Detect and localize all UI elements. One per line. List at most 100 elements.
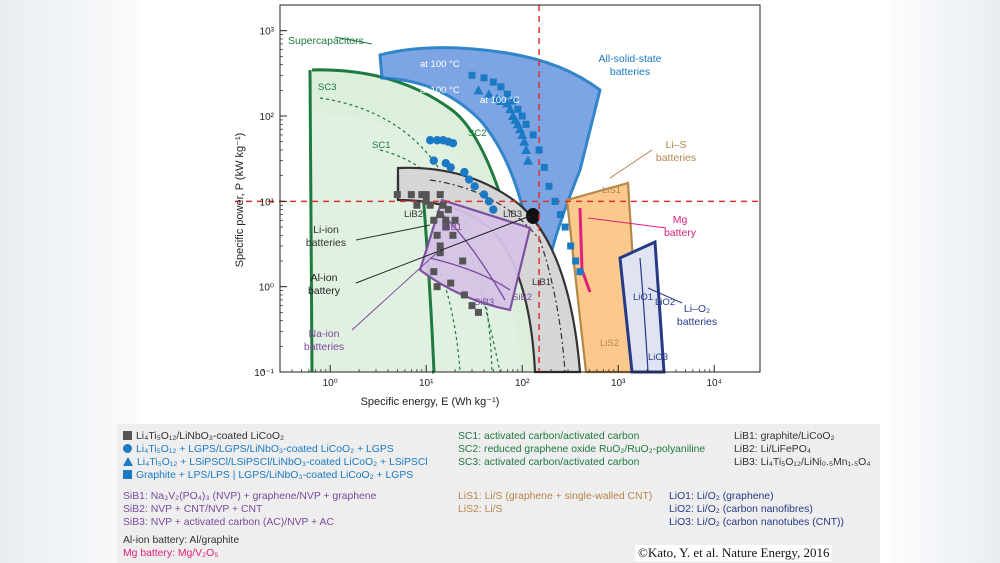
legend-marker-square xyxy=(123,431,132,440)
series-3-point xyxy=(509,97,517,105)
legend-lio-1: LiO2: Li/O₂ (carbon nanofibres) xyxy=(669,503,813,516)
series-2-point xyxy=(495,95,506,105)
legend-lib-1-text: LiB2: Li/LiFePO₄ xyxy=(734,444,812,455)
region-annotation: LiB2 xyxy=(404,209,423,220)
legend-sc-0-text: SC1: activated carbon/activated carbon xyxy=(458,431,640,442)
series-0-point xyxy=(426,201,434,209)
legend-sib-1: SiB2: NVP + CNT/NVP + CNT xyxy=(123,503,262,516)
series-0-point xyxy=(439,201,447,209)
lib3-curve xyxy=(429,179,566,373)
series-0-point xyxy=(468,302,476,310)
leader-line xyxy=(587,217,667,229)
legend-lio-0: LiO1: Li/O₂ (graphene) xyxy=(669,490,774,503)
series-1-point xyxy=(429,156,438,165)
region-annotation: LiS1 xyxy=(602,185,621,196)
series-1-point xyxy=(425,136,435,145)
legend-lis-0: LiS1: Li/S (graphene + single-walled CNT… xyxy=(458,490,652,503)
series-2-point xyxy=(523,155,534,165)
chart-points xyxy=(393,71,584,316)
credit: ©Kato, Y. et al. Nature Energy, 2016 xyxy=(635,545,833,561)
x-tick-label: 10⁴ xyxy=(706,378,721,389)
legend-series-3: Graphite + LPS/LPS | LGPS/LiNbO₃-coated … xyxy=(123,469,413,482)
leader-line xyxy=(355,215,531,284)
series-2-point xyxy=(483,89,494,99)
legend-lib-2-text: LiB3: Li₄Ti₅O₁₂/LiNi₀.₅Mn₁.₅O₄ xyxy=(734,457,871,468)
legend-sib-1-text: SiB2: NVP + CNT/NVP + CNT xyxy=(123,504,263,515)
legend-marker-circle xyxy=(123,444,132,453)
leader-line xyxy=(351,249,441,331)
series-0-point xyxy=(430,268,438,276)
series-1-point xyxy=(470,182,479,191)
legend-lis-1-text: LiS2: Li/S xyxy=(458,504,503,515)
series-2-point xyxy=(505,104,516,114)
legend-sc-1-text: SC2: reduced graphene oxide RuO₂/RuO₂-po… xyxy=(458,444,706,455)
region-annotation: LiB3 xyxy=(503,209,522,220)
region-annotation: SC3 xyxy=(318,82,336,93)
legend-lio-1-text: LiO2: Li/O₂ (carbon nanofibres) xyxy=(669,504,813,515)
series-3-point xyxy=(522,120,530,128)
legend-marker-square xyxy=(123,470,132,479)
series-0-point xyxy=(407,191,415,199)
region-annotation: at 100 °C xyxy=(480,95,520,106)
legend-series-0: Li₄Ti₅O₁₂/LiNbO₃-coated LiCoO₂ xyxy=(123,430,284,443)
series-0-point xyxy=(451,216,459,224)
region-annotation: LiS2 xyxy=(600,338,619,349)
legend-al-ion: Al-ion battery: Al/graphite xyxy=(123,535,240,546)
y-tick-label: 10¹ xyxy=(260,197,275,208)
series-1-point xyxy=(479,190,489,199)
supercapacitor-left-boundary xyxy=(308,69,314,373)
label-supercapacitors: Supercapacitors xyxy=(288,35,364,47)
series-1-point xyxy=(446,163,455,172)
region-annotation: at 100 °C xyxy=(420,59,460,70)
series-0-point xyxy=(433,231,441,239)
series-0-point xyxy=(444,206,452,214)
region-annotation: LiO2 xyxy=(655,297,675,308)
legend-sc-1: SC2: reduced graphene oxide RuO₂/RuO₂-po… xyxy=(458,443,705,456)
region-annotation: SC1 xyxy=(372,140,390,151)
x-axis-label: Specific energy, E (Wh kg⁻¹) xyxy=(361,396,500,408)
y-tick-label: 10³ xyxy=(260,27,275,38)
al-ion-marker xyxy=(526,208,540,224)
leader-line xyxy=(609,149,653,179)
legend-lib-0: LiB1: graphite/LiCoO₂ xyxy=(734,430,835,443)
series-3-point xyxy=(551,197,559,205)
series-2-point xyxy=(473,85,484,95)
plot-frame xyxy=(279,4,761,373)
series-1-point xyxy=(484,197,494,206)
series-3-point xyxy=(556,211,564,219)
y-tick-label: 10² xyxy=(260,112,275,123)
legend-lio-2: LiO3: Li/O₂ (carbon nanotubes (CNT)) xyxy=(669,516,844,529)
series-1-point xyxy=(460,167,469,177)
lio2-curve xyxy=(639,257,649,373)
series-0-point xyxy=(436,242,444,250)
background-left xyxy=(0,0,140,563)
region-annotation: SiB2 xyxy=(512,292,532,303)
region-annotation: LiO1 xyxy=(633,292,653,303)
region-annotation: SiB1 xyxy=(442,222,462,233)
series-0-point xyxy=(442,223,450,231)
series-0-point xyxy=(436,249,444,257)
legend-marker-triangle xyxy=(123,457,133,466)
all-solid-state-region xyxy=(378,46,602,253)
region-annotation: at 100 °C xyxy=(420,85,460,96)
leader-line xyxy=(355,224,431,241)
y-axis-label: Specific power, P (kW kg⁻¹) xyxy=(234,133,246,268)
legend-mg: Mg battery: Mg/V₂O₅ xyxy=(123,548,219,559)
series-0-point xyxy=(459,257,467,265)
legend-lib-2: LiB3: Li₄Ti₅O₁₂/LiNi₀.₅Mn₁.₅O₄ xyxy=(734,456,870,469)
region-annotation: LiB1 xyxy=(532,277,551,288)
legend-series-2: Li₄Ti₅O₁₂ + LSiPSCl/LSiPSCl/LiNbO₃-coate… xyxy=(123,456,428,469)
series-1-point xyxy=(489,205,498,214)
y-tick-label: 10⁰ xyxy=(259,283,274,294)
region-annotation: SC2 xyxy=(468,128,486,139)
x-tick-label: 10³ xyxy=(611,378,626,389)
series-2-point xyxy=(519,136,530,146)
legend-lib-0-text: LiB1: graphite/LiCoO₂ xyxy=(734,431,835,442)
x-tick-label: 10¹ xyxy=(419,378,434,389)
y-tick-label: 10⁻¹ xyxy=(254,368,274,379)
series-0-point xyxy=(418,191,426,199)
